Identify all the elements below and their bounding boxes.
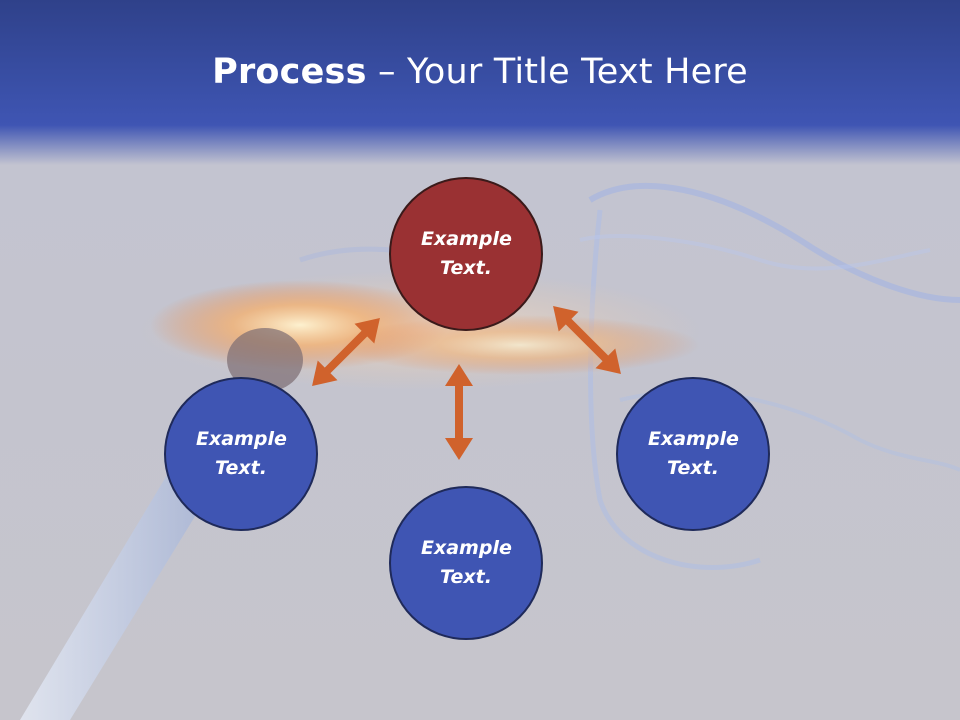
node-right-label: Example Text.	[648, 428, 739, 479]
title-bold: Process	[212, 52, 367, 92]
node-left-label: Example Text.	[196, 428, 287, 479]
arrow-vertical	[445, 364, 473, 460]
node-left[interactable]: Example Text.	[164, 377, 318, 531]
node-top-label: Example Text.	[421, 228, 512, 279]
node-top[interactable]: Example Text.	[389, 177, 543, 331]
slide-title: Process – Your Title Text Here	[0, 52, 960, 92]
arrow-top-right	[553, 306, 621, 374]
node-right[interactable]: Example Text.	[616, 377, 770, 531]
arrow-top-left	[312, 318, 380, 386]
node-bottom[interactable]: Example Text.	[389, 486, 543, 640]
title-rest: – Your Title Text Here	[366, 52, 748, 92]
node-bottom-label: Example Text.	[421, 537, 512, 588]
